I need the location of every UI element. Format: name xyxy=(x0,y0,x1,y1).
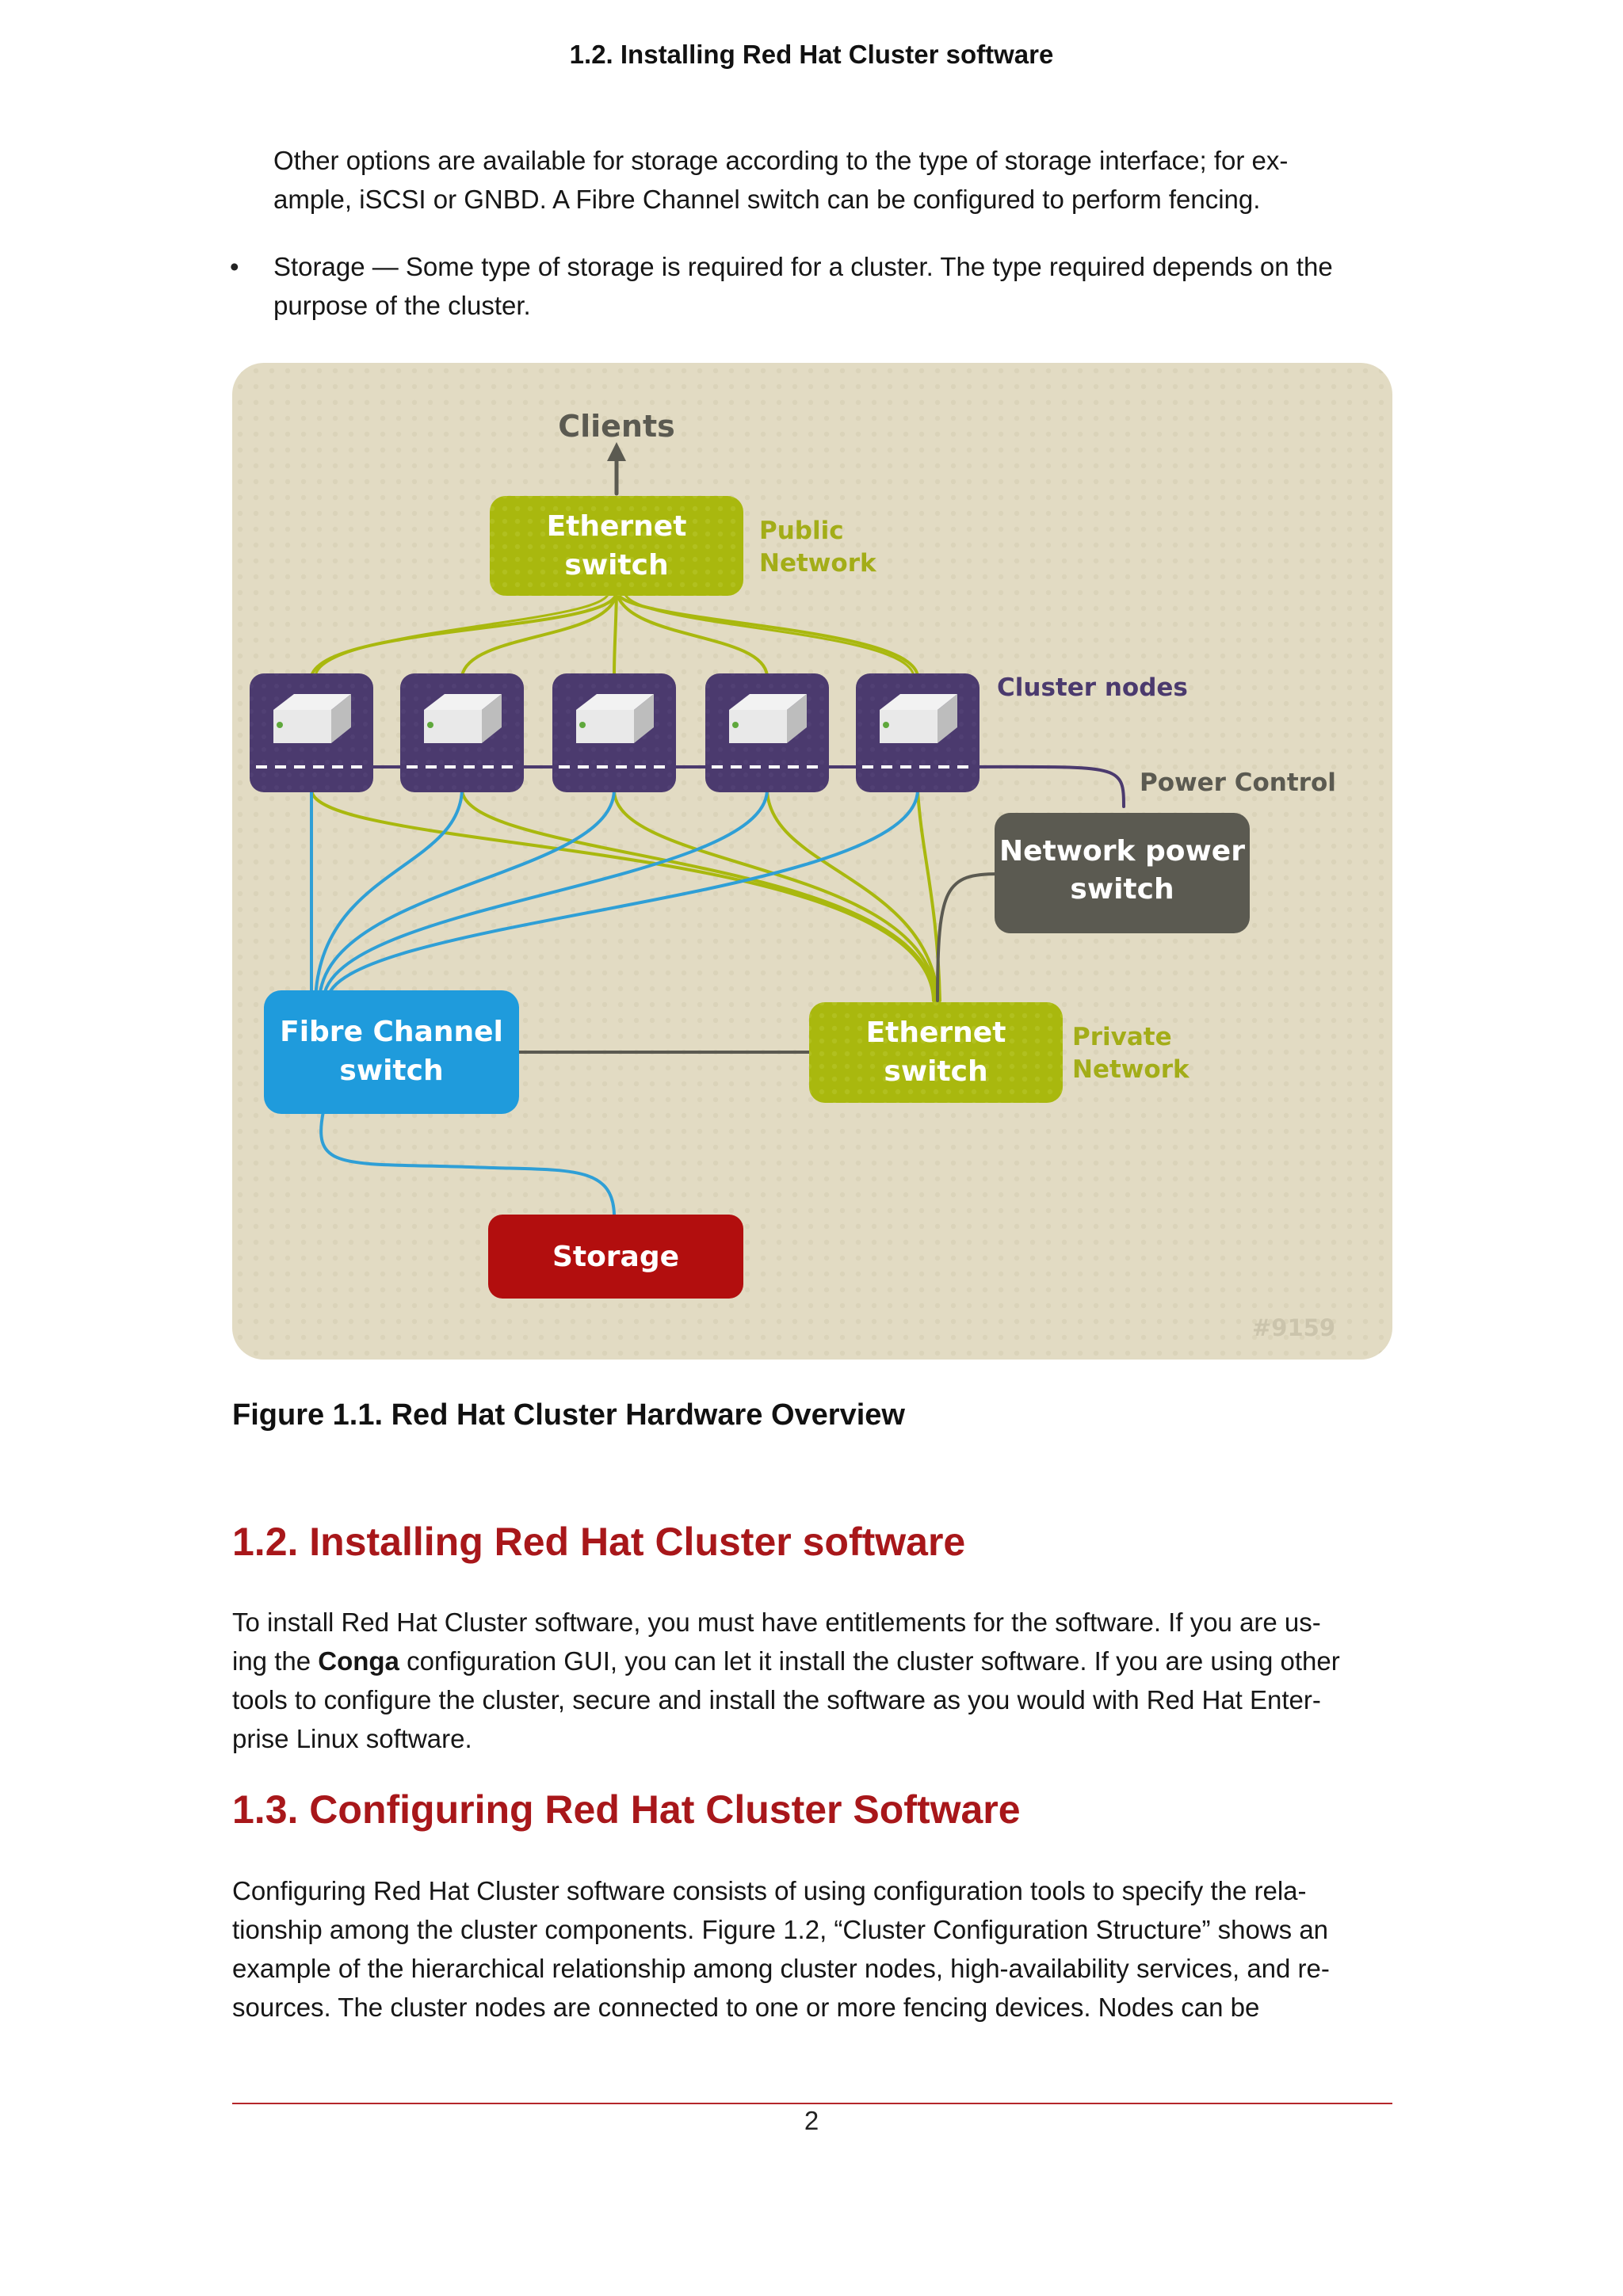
svg-text:switch: switch xyxy=(884,1055,987,1088)
cluster-hardware-diagram: Clients Ethernet switch Public Network xyxy=(232,363,1392,1360)
private-ethernet-switch: Ethernet switch xyxy=(809,1002,1063,1103)
bullet-storage-line-1: Storage — Some type of storage is requir… xyxy=(273,252,1333,281)
figure-caption: Figure 1.1. Red Hat Cluster Hardware Ove… xyxy=(232,1398,905,1432)
bullet-storage-line-2: purpose of the cluster. xyxy=(273,291,531,320)
svg-text:Ethernet: Ethernet xyxy=(866,1016,1006,1049)
intro-line-2: ample, iSCSI or GNBD. A Fibre Channel sw… xyxy=(273,185,1261,214)
storage-box: Storage xyxy=(488,1215,743,1299)
public-network-label-2: Network xyxy=(759,549,877,578)
intro-line-1: Other options are available for storage … xyxy=(273,146,1289,175)
network-power-switch: Network power switch xyxy=(995,813,1250,933)
svg-text:Network power: Network power xyxy=(999,835,1245,868)
footer-rule xyxy=(232,2103,1392,2104)
cluster-node xyxy=(552,673,676,792)
section-1-3-line-4: sources. The cluster nodes are connected… xyxy=(232,1993,1260,2022)
section-1-3-line-2: tionship among the cluster components. F… xyxy=(232,1915,1329,1944)
cluster-node xyxy=(705,673,829,792)
figure-id-label: #9159 xyxy=(1252,1314,1335,1341)
public-ethernet-switch: Ethernet switch xyxy=(490,496,743,596)
section-1-2-line-3: tools to configure the cluster, secure a… xyxy=(232,1685,1321,1714)
section-title-installing: 1.2. Installing Red Hat Cluster software xyxy=(232,1520,966,1564)
svg-text:switch: switch xyxy=(564,549,668,582)
cluster-nodes-label: Cluster nodes xyxy=(997,673,1188,702)
svg-text:Fibre Channel: Fibre Channel xyxy=(280,1016,503,1048)
svg-text:Storage: Storage xyxy=(552,1241,679,1273)
section-1-2-line-4: prise Linux software. xyxy=(232,1724,472,1753)
section-1-3-line-1: Configuring Red Hat Cluster software con… xyxy=(232,1876,1307,1905)
page-number: 2 xyxy=(804,2106,819,2135)
running-header: 1.2. Installing Red Hat Cluster software xyxy=(569,40,1054,69)
svg-text:Ethernet: Ethernet xyxy=(547,510,687,543)
fibre-channel-switch: Fibre Channel switch xyxy=(264,990,519,1114)
section-title-configuring: 1.3. Configuring Red Hat Cluster Softwar… xyxy=(232,1787,1021,1832)
section-1-2-line-1: To install Red Hat Cluster software, you… xyxy=(232,1608,1321,1637)
power-control-label: Power Control xyxy=(1140,769,1336,797)
private-network-label-1: Private xyxy=(1072,1023,1172,1051)
cluster-node xyxy=(856,673,980,792)
cluster-node xyxy=(250,673,373,792)
section-1-2-line-2: ing the Conga configuration GUI, you can… xyxy=(232,1646,1340,1676)
clients-label: Clients xyxy=(558,409,675,444)
private-network-label-2: Network xyxy=(1072,1055,1190,1084)
conga-term: Conga xyxy=(318,1646,399,1676)
section-1-3-line-3: example of the hierarchical relationship… xyxy=(232,1954,1330,1983)
svg-text:switch: switch xyxy=(339,1055,443,1087)
public-network-label-1: Public xyxy=(759,517,844,545)
svg-text:switch: switch xyxy=(1070,873,1174,906)
bullet-marker: • xyxy=(230,252,239,281)
cluster-node xyxy=(400,673,524,792)
